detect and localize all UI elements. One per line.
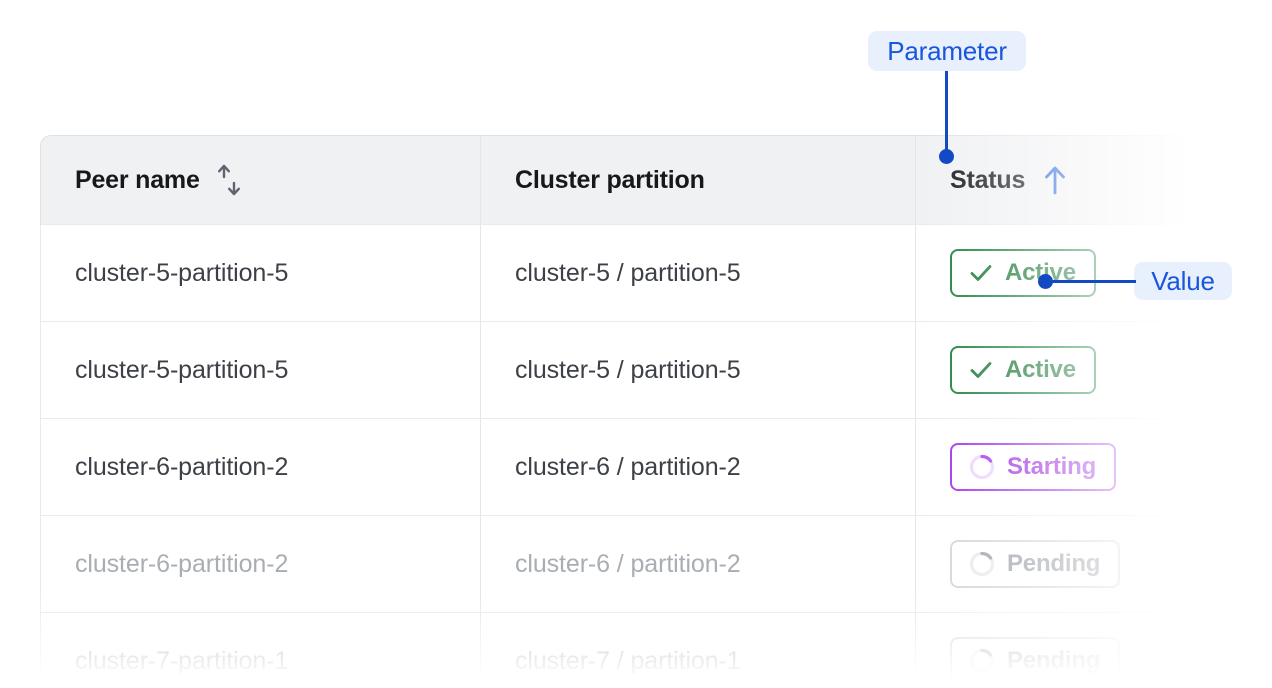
cell-status: Pending xyxy=(916,516,1200,613)
cell-cluster-partition: cluster-7 / partition-1 xyxy=(481,613,916,688)
table-header: Peer name Cluster partition xyxy=(40,135,1200,225)
spinner-icon xyxy=(968,647,996,675)
check-icon xyxy=(968,260,994,286)
annotation-value-connector xyxy=(1050,280,1136,283)
status-badge-label: Pending xyxy=(1007,550,1101,577)
check-icon xyxy=(968,357,994,383)
status-badge-label: Active xyxy=(1005,356,1076,383)
column-header-cluster-partition-label: Cluster partition xyxy=(515,165,705,194)
cell-cluster-partition: cluster-6 / partition-2 xyxy=(481,516,916,613)
column-header-cluster-partition[interactable]: Cluster partition xyxy=(481,135,916,225)
arrow-up-icon[interactable] xyxy=(1041,164,1069,196)
column-header-status-label: Status xyxy=(950,165,1026,194)
table-row[interactable]: cluster-6-partition-2 cluster-6 / partit… xyxy=(40,516,1200,613)
table-row[interactable]: cluster-7-partition-1 cluster-7 / partit… xyxy=(40,613,1200,688)
status-badge[interactable]: Active xyxy=(950,346,1096,394)
status-badge[interactable]: Pending xyxy=(950,540,1121,588)
cell-peer-name: cluster-7-partition-1 xyxy=(40,613,481,688)
cell-cluster-partition: cluster-5 / partition-5 xyxy=(481,322,916,419)
table-row[interactable]: cluster-5-partition-5 cluster-5 / partit… xyxy=(40,322,1200,419)
table-row[interactable]: cluster-6-partition-2 cluster-6 / partit… xyxy=(40,419,1200,516)
status-badge-label: Pending xyxy=(1007,647,1101,674)
peers-table: Peer name Cluster partition xyxy=(40,135,1200,688)
cell-status: Starting xyxy=(916,419,1200,516)
table-body: cluster-5-partition-5 cluster-5 / partit… xyxy=(40,225,1200,688)
sort-both-icon[interactable] xyxy=(216,163,242,197)
column-header-peer-name[interactable]: Peer name xyxy=(40,135,481,225)
annotation-parameter-dot xyxy=(939,149,954,164)
peers-table-container[interactable]: Peer name Cluster partition xyxy=(40,135,1200,688)
column-header-status[interactable]: Status xyxy=(916,135,1200,225)
cell-cluster-partition: cluster-6 / partition-2 xyxy=(481,419,916,516)
column-header-peer-name-label: Peer name xyxy=(75,165,200,194)
annotation-parameter-connector xyxy=(945,71,948,157)
table-header-row: Peer name Cluster partition xyxy=(40,135,1200,225)
cell-cluster-partition: cluster-5 / partition-5 xyxy=(481,225,916,322)
annotation-parameter-label: Parameter xyxy=(868,31,1026,71)
cell-peer-name: cluster-6-partition-2 xyxy=(40,419,481,516)
spinner-icon xyxy=(968,550,996,578)
cell-peer-name: cluster-5-partition-5 xyxy=(40,225,481,322)
cell-status: Pending xyxy=(916,613,1200,688)
spinner-icon xyxy=(968,453,996,481)
cell-status: Active xyxy=(916,322,1200,419)
status-badge-label: Starting xyxy=(1007,453,1097,480)
table-row[interactable]: cluster-5-partition-5 cluster-5 / partit… xyxy=(40,225,1200,322)
annotation-value-label: Value xyxy=(1134,262,1232,300)
status-badge[interactable]: Starting xyxy=(950,443,1117,491)
cell-peer-name: cluster-6-partition-2 xyxy=(40,516,481,613)
status-badge[interactable]: Active xyxy=(950,249,1096,297)
annotation-value-dot xyxy=(1038,274,1053,289)
status-badge[interactable]: Pending xyxy=(950,637,1121,685)
cell-peer-name: cluster-5-partition-5 xyxy=(40,322,481,419)
